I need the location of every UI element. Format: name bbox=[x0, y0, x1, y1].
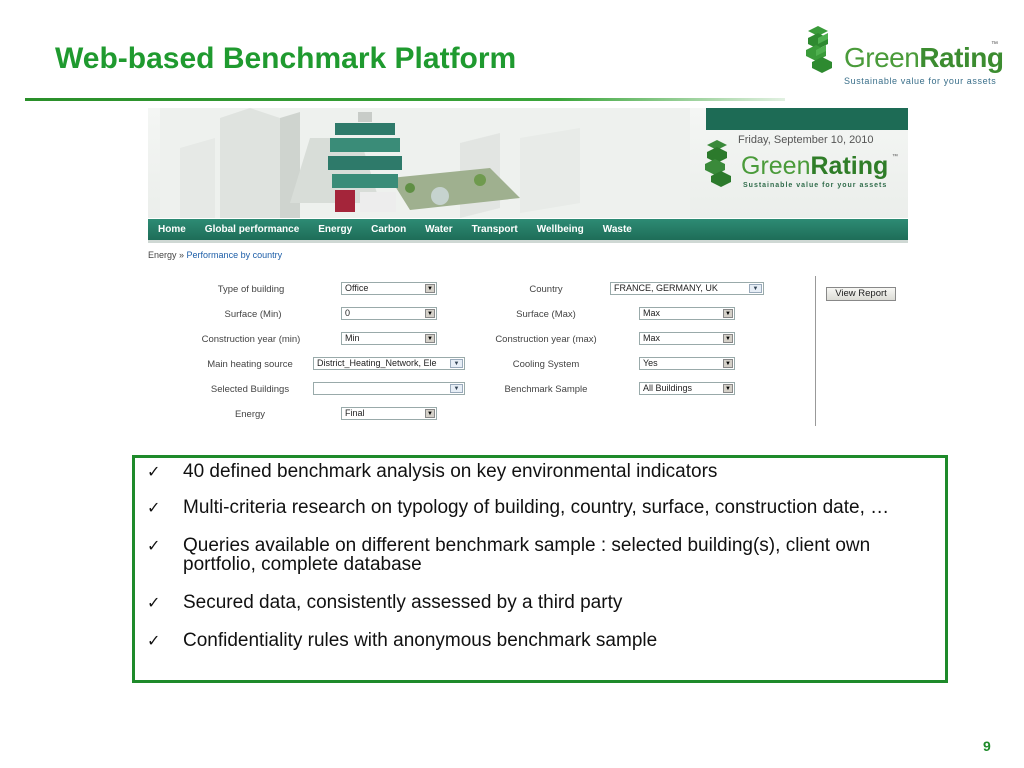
check-icon: ✓ bbox=[147, 500, 161, 517]
label-type-of-building: Type of building bbox=[217, 284, 285, 295]
label-cooling-system: Cooling System bbox=[512, 359, 580, 370]
check-icon: ✓ bbox=[147, 464, 161, 481]
check-icon: ✓ bbox=[147, 633, 161, 650]
nav-transport[interactable]: Transport bbox=[471, 224, 518, 235]
nav-waste[interactable]: Waste bbox=[602, 224, 632, 235]
nav-home[interactable]: Home bbox=[158, 224, 186, 235]
chevron-down-icon: ▼ bbox=[723, 384, 733, 393]
web-brand-name-bold: Rating bbox=[810, 152, 889, 180]
form-divider bbox=[815, 276, 816, 426]
breadcrumb-current[interactable]: Performance by country bbox=[186, 250, 283, 260]
select-cooling-system[interactable]: Yes ▼ bbox=[639, 357, 735, 370]
select-country[interactable]: FRANCE, GERMANY, UK ▼ bbox=[610, 282, 764, 295]
greenrating-logo-icon bbox=[705, 140, 731, 187]
web-date: Friday, September 10, 2010 bbox=[738, 134, 874, 146]
select-type-of-building[interactable]: Office ▼ bbox=[341, 282, 437, 295]
nav-wellbeing[interactable]: Wellbeing bbox=[536, 224, 584, 235]
select-benchmark-sample[interactable]: All Buildings ▼ bbox=[639, 382, 735, 395]
view-report-button[interactable]: View Report bbox=[826, 287, 896, 301]
chevron-down-icon: ▼ bbox=[425, 334, 435, 343]
nav-shadow bbox=[148, 240, 908, 243]
list-item-text: 40 defined benchmark analysis on key env… bbox=[183, 461, 718, 482]
web-topbar bbox=[706, 108, 908, 130]
chevron-down-icon: ▼ bbox=[425, 309, 435, 318]
chevron-down-icon: ▼ bbox=[450, 359, 463, 368]
page-number: 9 bbox=[983, 738, 991, 754]
select-construction-year-min-value: Min bbox=[345, 333, 360, 343]
city-illustration bbox=[160, 108, 690, 218]
select-construction-year-max-value: Max bbox=[643, 333, 661, 343]
label-energy: Energy bbox=[234, 409, 266, 420]
web-screenshot: Friday, September 10, 2010 GreenRating ™… bbox=[148, 108, 910, 428]
select-energy[interactable]: Final ▼ bbox=[341, 407, 437, 420]
list-item-text: Secured data, consistently assessed by a… bbox=[183, 592, 623, 613]
breadcrumb-separator: » bbox=[176, 250, 187, 260]
select-energy-value: Final bbox=[345, 408, 365, 418]
chevron-down-icon: ▼ bbox=[723, 334, 733, 343]
select-country-value: FRANCE, GERMANY, UK bbox=[614, 283, 718, 293]
list-item: ✓ Confidentiality rules with anonymous be… bbox=[145, 631, 945, 650]
chevron-down-icon: ▼ bbox=[749, 284, 762, 293]
select-benchmark-sample-value: All Buildings bbox=[643, 383, 693, 393]
select-surface-min-value: 0 bbox=[345, 308, 351, 318]
breadcrumb: Energy » Performance by country bbox=[148, 250, 282, 260]
select-construction-year-min[interactable]: Min ▼ bbox=[341, 332, 437, 345]
select-selected-buildings[interactable]: ▼ bbox=[313, 382, 465, 395]
label-construction-year-max: Construction year (max) bbox=[495, 334, 597, 345]
title-divider bbox=[25, 98, 785, 101]
web-brand-name-light: Green bbox=[741, 152, 811, 180]
chevron-down-icon: ▼ bbox=[723, 309, 733, 318]
list-item-text: Confidentiality rules with anonymous ben… bbox=[183, 630, 658, 651]
brand-tm: ™ bbox=[991, 41, 998, 48]
label-main-heating-source: Main heating source bbox=[207, 359, 293, 370]
nav-water[interactable]: Water bbox=[425, 224, 453, 235]
label-surface-min: Surface (Min) bbox=[224, 309, 282, 320]
chevron-down-icon: ▼ bbox=[425, 284, 435, 293]
web-hero-banner: Friday, September 10, 2010 GreenRating ™… bbox=[148, 108, 908, 218]
select-main-heating-source[interactable]: District_Heating_Network, Ele ▼ bbox=[313, 357, 465, 370]
nav-carbon[interactable]: Carbon bbox=[371, 224, 407, 235]
chevron-down-icon: ▼ bbox=[425, 409, 435, 418]
web-brand-tagline: Sustainable value for your assets bbox=[743, 182, 888, 189]
select-type-of-building-value: Office bbox=[345, 283, 369, 293]
select-surface-min[interactable]: 0▼ bbox=[341, 307, 437, 320]
label-construction-year-min: Construction year (min) bbox=[201, 334, 301, 345]
feature-list: ✓ 40 defined benchmark analysis on key e… bbox=[132, 455, 948, 683]
label-selected-buildings: Selected Buildings bbox=[210, 384, 290, 395]
brand-name-bold: Rating bbox=[919, 42, 1004, 73]
select-surface-max[interactable]: Max ▼ bbox=[639, 307, 735, 320]
brand-logo: GreenRating ™ Sustainable value for your… bbox=[804, 24, 1004, 94]
label-surface-max: Surface (Max) bbox=[516, 309, 576, 320]
list-item-text: Multi-criteria research on typology of b… bbox=[183, 497, 890, 518]
label-country: Country bbox=[529, 284, 563, 295]
main-nav: Home Global performance Energy Carbon Wa… bbox=[148, 219, 908, 240]
select-construction-year-max[interactable]: Max ▼ bbox=[639, 332, 735, 345]
web-brand-logo[interactable]: GreenRating ™ Sustainable value for your… bbox=[703, 138, 908, 218]
brand-name-light: Green bbox=[844, 42, 920, 73]
chevron-down-icon: ▼ bbox=[723, 359, 733, 368]
list-item: ✓ Queries available on different benchmar… bbox=[145, 536, 945, 574]
check-icon: ✓ bbox=[147, 538, 161, 555]
list-item: ✓ Secured data, consistently assessed by … bbox=[145, 593, 945, 612]
brand-tagline: Sustainable value for your assets bbox=[844, 76, 997, 86]
select-surface-max-value: Max bbox=[643, 308, 661, 318]
nav-energy[interactable]: Energy bbox=[318, 224, 353, 235]
select-main-heating-source-value: District_Heating_Network, Ele bbox=[317, 358, 437, 368]
chevron-down-icon: ▼ bbox=[450, 384, 463, 393]
list-item-text: Queries available on different benchmark… bbox=[183, 535, 871, 575]
label-benchmark-sample: Benchmark Sample bbox=[504, 384, 588, 395]
page-title: Web-based Benchmark Platform bbox=[55, 42, 517, 75]
greenrating-logo-icon bbox=[806, 26, 832, 73]
breadcrumb-root[interactable]: Energy bbox=[148, 250, 177, 260]
check-icon: ✓ bbox=[147, 595, 161, 612]
list-item: ✓ 40 defined benchmark analysis on key e… bbox=[145, 462, 945, 481]
select-cooling-system-value: Yes bbox=[643, 358, 658, 368]
nav-global-performance[interactable]: Global performance bbox=[204, 224, 300, 235]
list-item: ✓ Multi-criteria research on typology of … bbox=[145, 498, 945, 517]
web-brand-tm: ™ bbox=[892, 154, 898, 160]
